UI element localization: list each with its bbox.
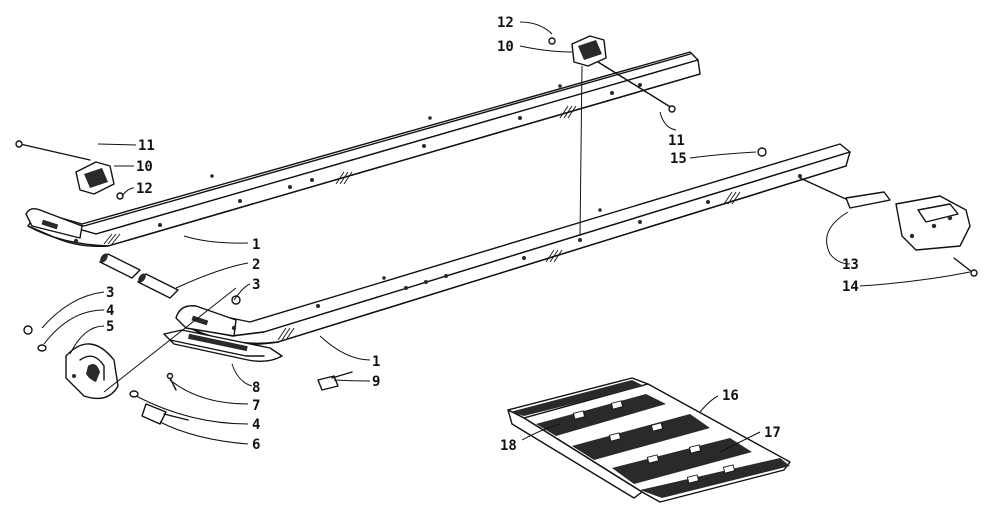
callout-17-track-cleat: 17 (764, 425, 781, 441)
spacer-block-10-left (75, 161, 115, 195)
washer-4-bolt (129, 390, 139, 398)
screw-7 (166, 372, 177, 391)
callout-8-wear-strip: 8 (252, 380, 260, 396)
callout-10-block-left: 10 (136, 159, 153, 175)
nut-3-end (23, 325, 33, 335)
screw-14 (953, 257, 978, 277)
bolt-11-left (15, 140, 91, 161)
callout-9-bolt: 9 (372, 374, 380, 390)
nut-3-rail (231, 295, 241, 305)
callout-18-track-clip: 18 (500, 438, 517, 454)
callout-15-rivet: 15 (670, 151, 687, 167)
hitch-bracket-13 (799, 177, 971, 251)
callout-3-nut-end: 3 (106, 285, 114, 301)
callout-11-bolt-right: 11 (668, 133, 685, 149)
end-cap-5 (65, 343, 119, 400)
spacer-block-10-right (571, 35, 607, 67)
bolt-6 (141, 403, 189, 425)
rivet-15 (757, 147, 767, 157)
callout-1-front-rail: 1 (372, 354, 380, 370)
callout-12-washer-left: 12 (136, 181, 153, 197)
washer-4-end (37, 344, 47, 352)
slide-rail-rear (25, 51, 701, 248)
callout-2-tube: 2 (252, 257, 260, 273)
callout-5-end-cap: 5 (106, 319, 114, 335)
callout-14-screw: 14 (842, 279, 859, 295)
washer-12-left (116, 192, 124, 200)
bolt-9 (317, 371, 353, 391)
wear-strip (163, 329, 283, 363)
callout-1-rear-rail: 1 (252, 237, 260, 253)
track-section (507, 377, 791, 503)
callout-16-track: 16 (722, 388, 739, 404)
bolt-11-right (597, 61, 676, 113)
callout-labels: 1 1 2 3 3 4 5 8 9 7 4 6 11 10 12 12 10 1… (106, 15, 859, 454)
washer-12-right (548, 37, 556, 45)
callout-4-washer-bolt: 4 (252, 417, 260, 433)
callout-10-block-right: 10 (497, 39, 514, 55)
callout-3-nut-rail: 3 (252, 277, 260, 293)
callout-4-washer-end: 4 (106, 303, 114, 319)
callout-7-screw: 7 (252, 398, 260, 414)
callout-12-washer-right: 12 (497, 15, 514, 31)
callout-13-bracket: 13 (842, 257, 859, 273)
spacer-tube-2 (99, 253, 179, 299)
leader-lines (41, 21, 971, 453)
callout-11-bolt-left: 11 (138, 138, 155, 154)
callout-6-bolt: 6 (252, 437, 260, 453)
